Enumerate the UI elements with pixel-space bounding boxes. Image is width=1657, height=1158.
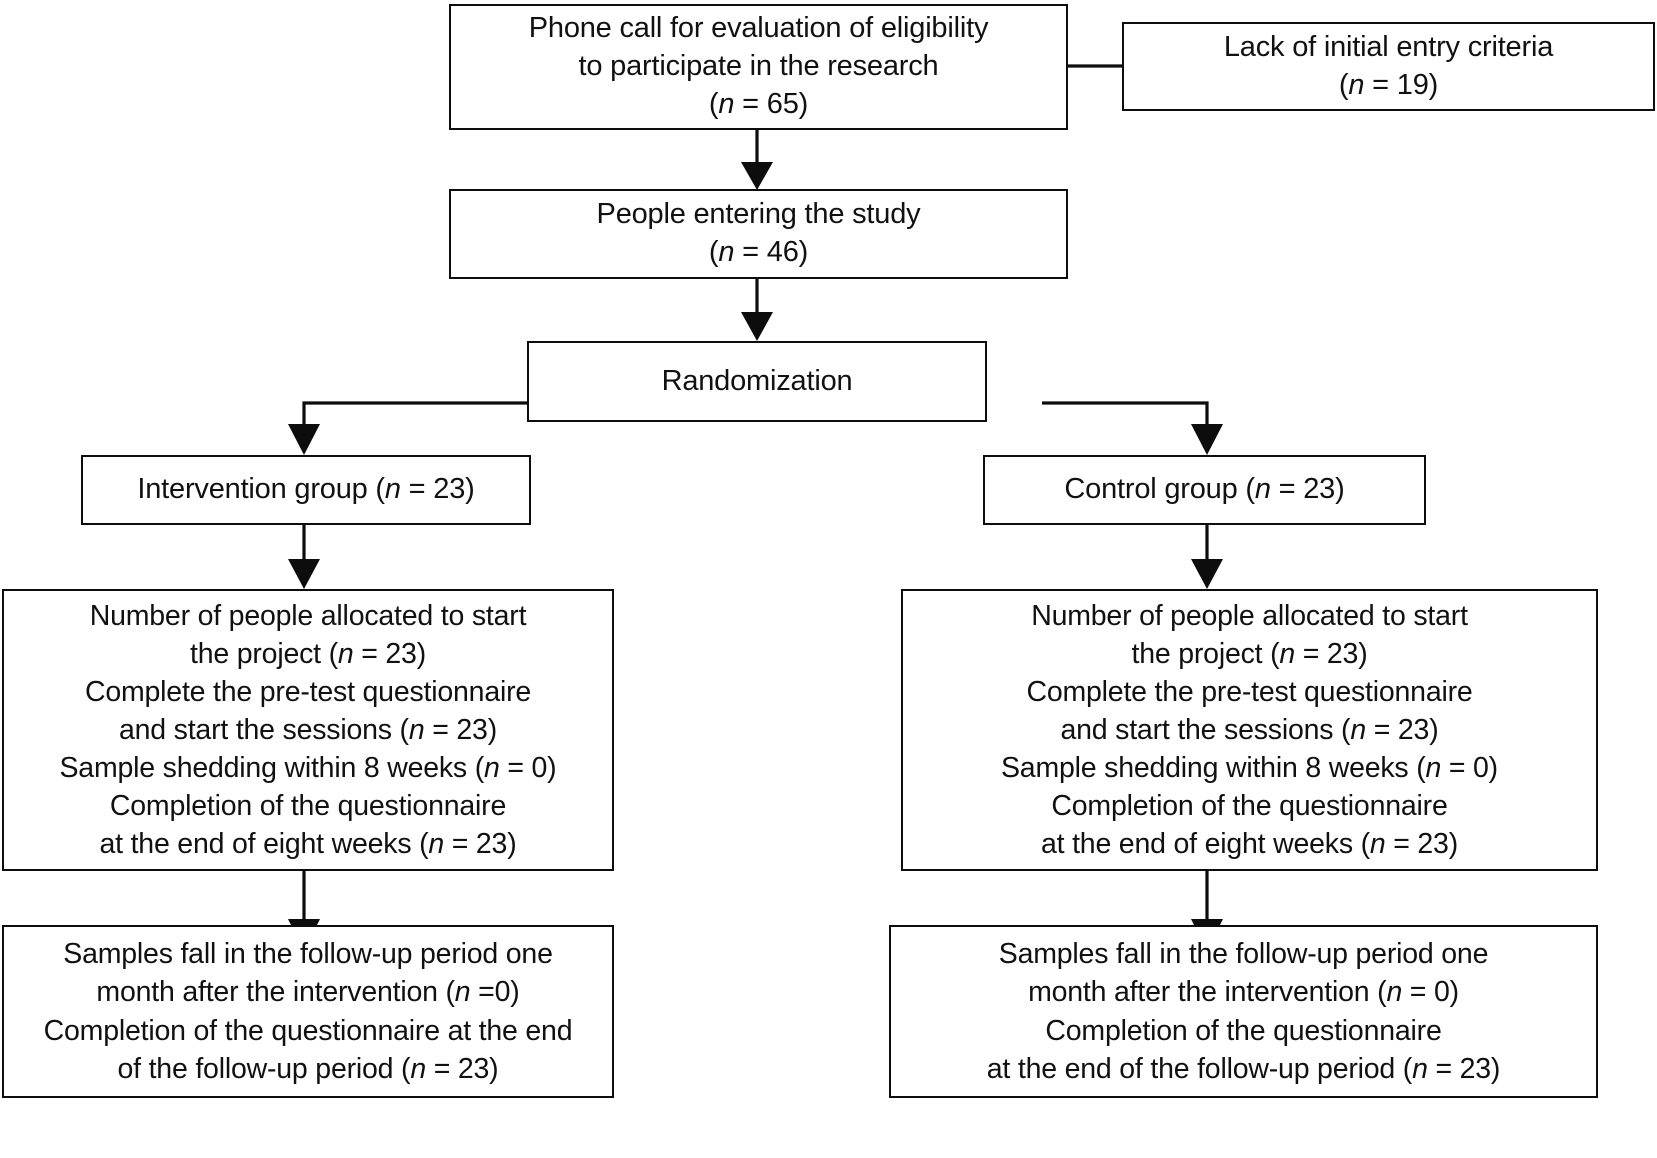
node-control-followup[interactable]: Samples fall in the follow-up period one… — [889, 925, 1598, 1098]
edge-phone-to-entering-study — [741, 130, 773, 190]
edge-randomization-to-intervention-group — [288, 401, 558, 455]
node-lack-initial-entry-criteria-label: Lack of initial entry criteria(n = 19) — [1223, 30, 1554, 101]
node-people-entering-study-label: People entering the study(n = 46) — [596, 198, 921, 268]
node-intervention-group-label: Intervention group (n = 23) — [137, 473, 475, 506]
node-people-entering-study[interactable]: People entering the study(n = 46) — [449, 189, 1068, 279]
edge-entering-study-to-randomization — [741, 279, 773, 341]
edge-randomization-to-control-group — [1042, 401, 1223, 455]
node-control-followup-label: Samples fall in the follow-up period one… — [986, 938, 1501, 1085]
node-phone-call-eligibility-label: Phone call for evaluation of eligibility… — [528, 12, 989, 120]
node-control-group-label: Control group (n = 23) — [1064, 473, 1345, 506]
node-randomization[interactable]: Randomization — [527, 341, 987, 422]
edge-control-group-to-detail — [1191, 524, 1223, 589]
node-intervention-group[interactable]: Intervention group (n = 23) — [81, 455, 531, 525]
node-phone-call-eligibility[interactable]: Phone call for evaluation of eligibility… — [449, 4, 1068, 130]
node-intervention-followup-label: Samples fall in the follow-up period one… — [43, 938, 573, 1085]
edge-intervention-group-to-detail — [288, 524, 320, 589]
node-lack-initial-entry-criteria[interactable]: Lack of initial entry criteria(n = 19) — [1122, 22, 1655, 111]
node-randomization-label: Randomization — [661, 364, 853, 397]
node-control-group[interactable]: Control group (n = 23) — [983, 455, 1426, 525]
node-intervention-followup[interactable]: Samples fall in the follow-up period one… — [2, 925, 614, 1098]
